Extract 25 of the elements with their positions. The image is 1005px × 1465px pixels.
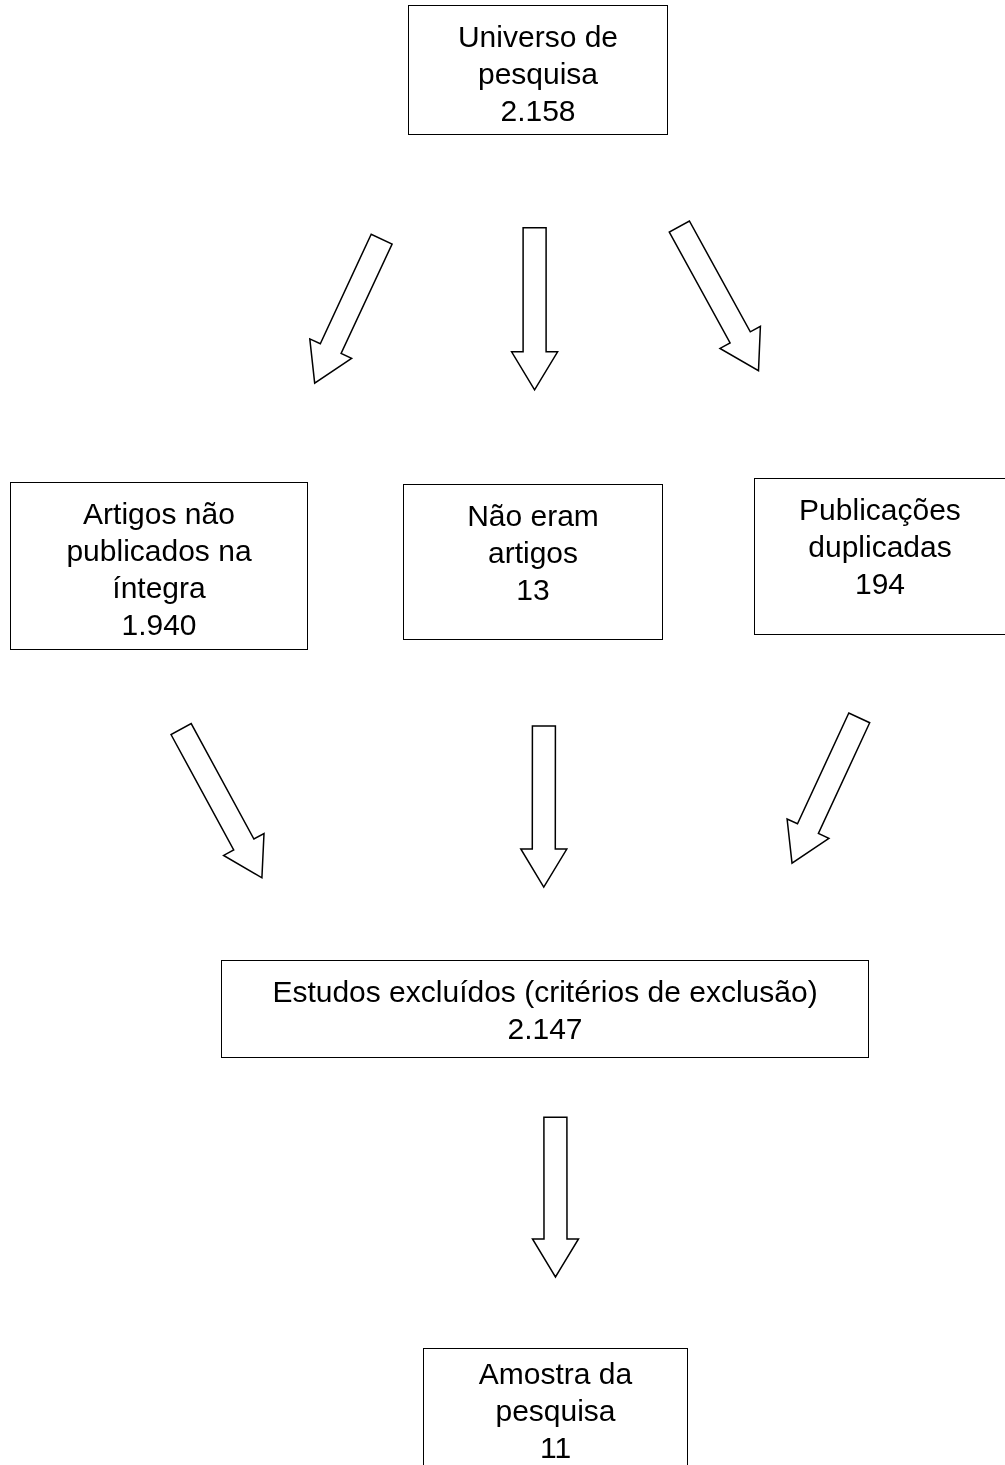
box-title: Publicações duplicadas [798, 492, 962, 565]
process-box [403, 484, 663, 640]
block-arrow [668, 220, 762, 372]
block-arrow [786, 712, 871, 865]
count-value: 2.158 [500, 93, 576, 129]
box-title: Amostra da pesquisa [477, 1356, 634, 1429]
box-title: Não eram artigos [466, 498, 600, 571]
box-title: Artigos não publicados na íntegra [65, 496, 253, 606]
process-box [408, 5, 668, 135]
process-box [10, 482, 308, 650]
block-arrow [170, 722, 265, 880]
count-value: 194 [854, 566, 906, 602]
box-title: Universo de pesquisa [456, 19, 620, 92]
block-arrow [531, 1116, 580, 1279]
block-arrow [519, 725, 569, 889]
count-value: 2.147 [507, 1011, 583, 1047]
process-box [221, 960, 869, 1058]
process-box [423, 1348, 688, 1465]
block-arrow [308, 233, 394, 385]
block-arrow [510, 227, 559, 392]
count-value: 13 [516, 572, 550, 608]
count-value: 11 [539, 1430, 572, 1465]
process-box [754, 478, 1005, 635]
count-value: 1.940 [121, 607, 197, 643]
box-title: Estudos excluídos (critérios de exclusão) [272, 974, 818, 1010]
